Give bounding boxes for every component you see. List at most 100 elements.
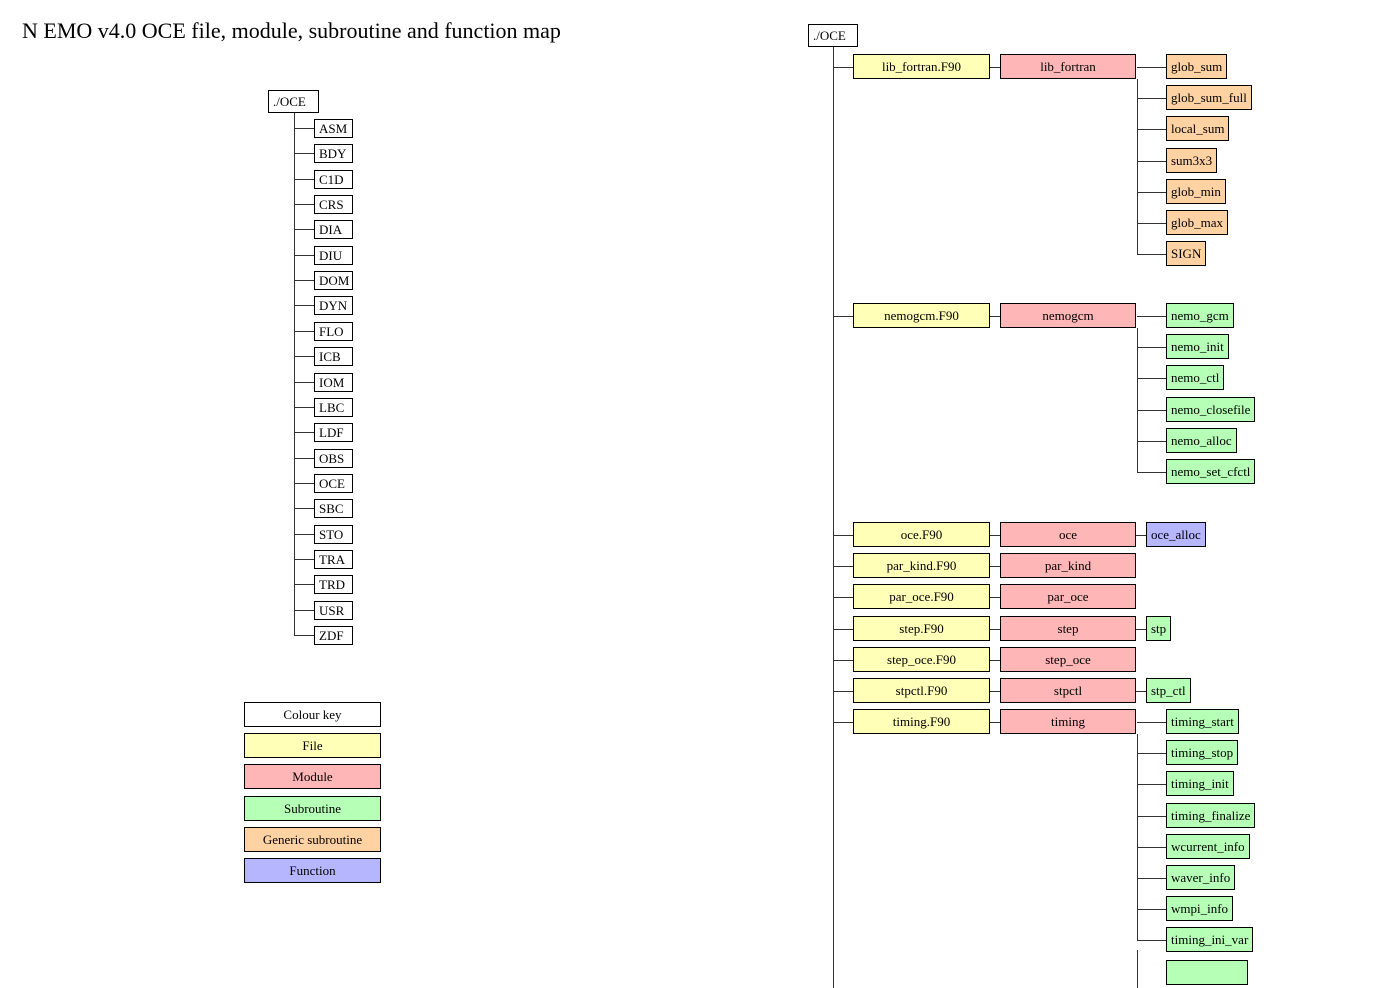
tree-dir-node: LBC [314,398,353,417]
tree-branch [294,153,314,154]
subroutine-node: timing_stop [1166,740,1239,765]
tree-branch [833,67,853,68]
module-child-connector [1137,410,1166,411]
tree-branch [833,691,853,692]
tree-branch [294,356,314,357]
file-node: par_kind.F90 [853,553,990,578]
legend-function: Function [244,858,381,884]
file-node: timing.F90 [853,709,990,734]
module-child-connector [1137,347,1166,348]
file-node: oce.F90 [853,522,990,547]
tree-root-node: ./OCE [808,24,858,47]
tree-branch [294,483,314,484]
module-child-connector [1137,940,1166,941]
legend-generic-subroutine: Generic subroutine [244,826,381,852]
tree-dir-node: OCE [314,474,353,493]
generic-subroutine-node: local_sum [1166,116,1230,141]
tree-branch [294,534,314,535]
tree-dir-node: ICB [314,347,353,366]
file-node: step_oce.F90 [853,647,990,672]
file-node: par_oce.F90 [853,584,990,609]
subroutine-node: wmpi_info [1166,896,1234,921]
generic-subroutine-node: glob_sum [1166,54,1228,79]
subroutine-node: timing_finalize [1166,803,1256,828]
module-child-connector [1137,441,1166,442]
tree-branch [294,635,314,636]
file-module-connector [990,566,1000,567]
module-child-spine-tail [1137,950,1138,988]
tree-dir-node: USR [314,601,353,620]
function-node: oce_alloc [1146,522,1206,547]
tree-dir-node: ZDF [314,626,353,645]
legend-title: Colour key [244,702,381,727]
module-node: step_oce [1000,647,1136,672]
tree-dir-node: DIA [314,220,353,239]
module-node: oce [1000,522,1136,547]
module-child-connector [1137,816,1166,817]
module-child-connector [1137,722,1166,723]
tree-spine [833,47,834,988]
tree-dir-node: DYN [314,296,353,315]
subroutine-node: wcurrent_info [1166,834,1250,859]
tree-dir-node: ASM [314,119,353,138]
module-child-connector [1137,878,1166,879]
tree-dir-node: C1D [314,170,353,189]
tree-branch [833,722,853,723]
file-node: nemogcm.F90 [853,303,990,328]
tree-spine [294,113,295,636]
tree-branch [294,305,314,306]
tree-branch [294,204,314,205]
module-child-spine [1137,328,1138,473]
tree-branch [294,382,314,383]
tree-dir-node: LDF [314,423,353,442]
tree-dir-node: SBC [314,499,353,518]
generic-subroutine-node: glob_min [1166,179,1226,204]
tree-branch [294,280,314,281]
tree-branch [294,508,314,509]
generic-subroutine-node: glob_max [1166,210,1228,235]
legend-subroutine: Subroutine [244,795,381,821]
module-child-connector [1137,847,1166,848]
module-child-connector [1136,691,1146,692]
module-node: step [1000,616,1136,641]
tree-branch [294,458,314,459]
subroutine-node: stp_ctl [1146,678,1191,703]
module-node: lib_fortran [1000,54,1136,79]
page-title: N EMO v4.0 OCE file, module, subroutine … [22,18,561,43]
legend-file: File [244,733,381,758]
tree-dir-node: CRS [314,195,353,214]
tree-branch [294,610,314,611]
module-child-spine [1137,734,1138,941]
legend-module: Module [244,764,381,790]
tree-branch [833,316,853,317]
tree-branch [294,128,314,129]
tree-branch [833,535,853,536]
module-child-connector [1136,535,1146,536]
subroutine-node: waver_info [1166,865,1236,890]
subroutine-node: nemo_init [1166,334,1229,359]
generic-subroutine-node: SIGN [1166,241,1207,266]
tree-dir-node: STO [314,525,353,544]
tree-branch [294,179,314,180]
module-child-spine [1137,79,1138,255]
subroutine-node: nemo_gcm [1166,303,1234,328]
tree-branch [294,559,314,560]
module-child-connector [1137,161,1166,162]
tree-branch [833,629,853,630]
subroutine-node: nemo_alloc [1166,428,1237,453]
module-child-connector [1137,223,1166,224]
file-node: step.F90 [853,616,990,641]
module-child-connector [1137,316,1166,317]
file-module-connector [990,67,1000,68]
module-child-connector [1137,378,1166,379]
subroutine-node: nemo_ctl [1166,365,1225,390]
module-child-connector [1137,254,1166,255]
tree-branch [833,660,853,661]
generic-subroutine-node: sum3x3 [1166,148,1218,173]
tree-root-node: ./OCE [268,90,319,113]
tree-dir-node: OBS [314,449,353,468]
tree-branch [294,407,314,408]
tree-dir-node: FLO [314,322,353,341]
file-module-connector [990,660,1000,661]
tree-branch [294,331,314,332]
